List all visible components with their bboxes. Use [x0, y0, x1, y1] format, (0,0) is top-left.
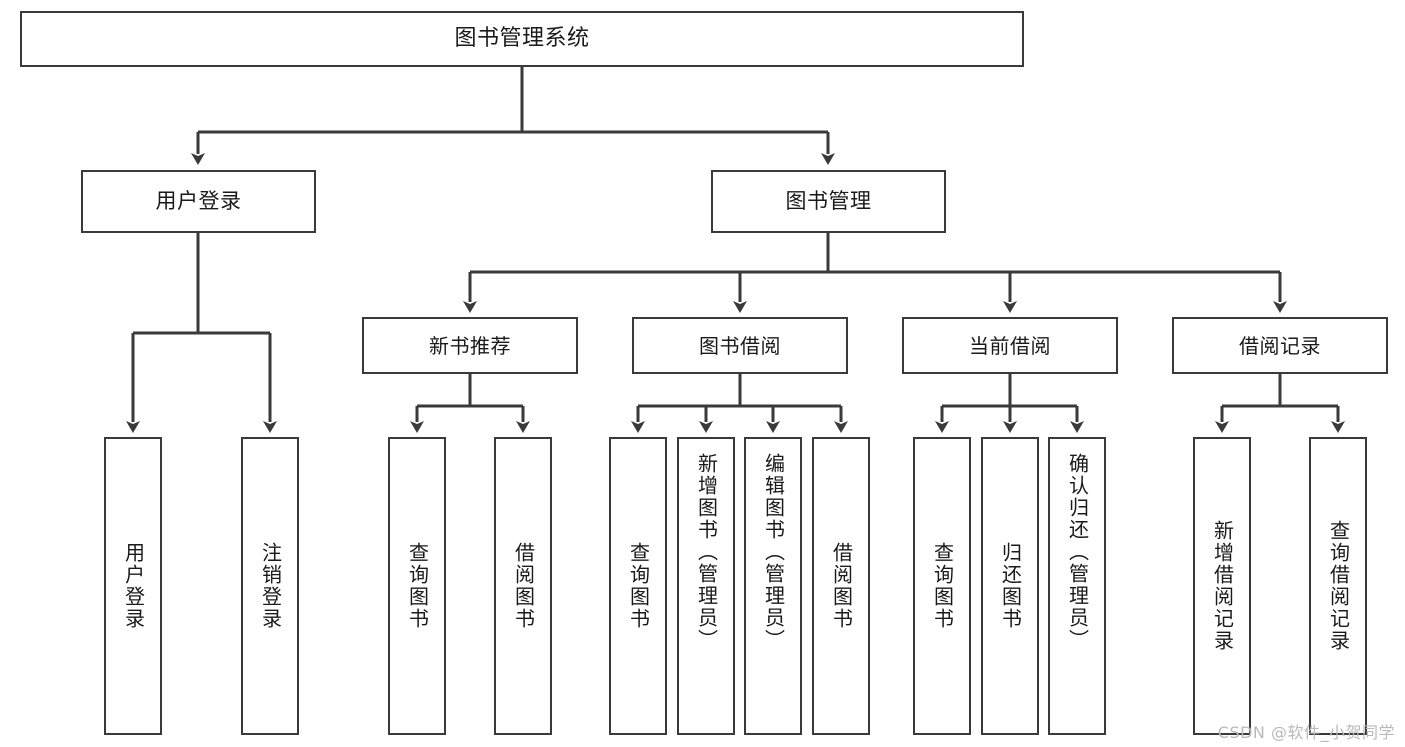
leaf-borrow-edit-book-label: 编辑图书（管理员）: [761, 453, 786, 651]
node-borrow-record[interactable]: 借阅记录: [1172, 317, 1388, 374]
leaf-user-logout[interactable]: 注销登录: [241, 437, 299, 735]
leaf-newbook-query[interactable]: 查询图书: [388, 437, 446, 735]
leaf-borrow-borrow-book[interactable]: 借阅图书: [812, 437, 870, 735]
leaf-record-query-label: 查询借阅记录: [1326, 520, 1351, 652]
leaf-user-login-1-label: 用户登录: [121, 542, 146, 630]
leaf-record-query[interactable]: 查询借阅记录: [1309, 437, 1367, 735]
node-user-login[interactable]: 用户登录: [81, 170, 316, 233]
leaf-record-add[interactable]: 新增借阅记录: [1193, 437, 1251, 735]
leaf-newbook-borrow[interactable]: 借阅图书: [494, 437, 552, 735]
leaf-borrow-add-book[interactable]: 新增图书（管理员）: [677, 437, 735, 735]
watermark: CSDN @软件_小贺同学: [1217, 723, 1395, 742]
leaf-current-return[interactable]: 归还图书: [981, 437, 1039, 735]
node-root[interactable]: 图书管理系统: [20, 11, 1024, 67]
node-book-manage[interactable]: 图书管理: [711, 170, 946, 233]
leaf-current-return-label: 归还图书: [998, 542, 1023, 630]
leaf-newbook-query-label: 查询图书: [405, 542, 430, 630]
leaf-newbook-borrow-label: 借阅图书: [511, 542, 536, 630]
leaf-borrow-query-label: 查询图书: [626, 542, 651, 630]
node-current-borrow[interactable]: 当前借阅: [902, 317, 1118, 374]
node-book-borrow-label: 图书借阅: [699, 333, 781, 358]
node-book-manage-label: 图书管理: [785, 188, 872, 213]
leaf-borrow-query[interactable]: 查询图书: [609, 437, 667, 735]
leaf-user-login-1[interactable]: 用户登录: [104, 437, 162, 735]
leaf-current-query-label: 查询图书: [930, 542, 955, 630]
leaf-borrow-borrow-book-label: 借阅图书: [829, 542, 854, 630]
leaf-record-add-label: 新增借阅记录: [1210, 520, 1235, 652]
node-user-login-label: 用户登录: [155, 188, 242, 213]
leaf-current-query[interactable]: 查询图书: [913, 437, 971, 735]
node-borrow-record-label: 借阅记录: [1239, 333, 1321, 358]
node-root-label: 图书管理系统: [454, 25, 590, 51]
leaf-user-logout-label: 注销登录: [258, 542, 283, 630]
node-current-borrow-label: 当前借阅: [969, 333, 1051, 358]
node-new-book-recommend-label: 新书推荐: [429, 333, 511, 358]
leaf-borrow-edit-book[interactable]: 编辑图书（管理员）: [744, 437, 802, 735]
leaf-current-confirm-return[interactable]: 确认归还（管理员）: [1048, 437, 1106, 735]
leaf-current-confirm-return-label: 确认归还（管理员）: [1065, 453, 1090, 651]
node-book-borrow[interactable]: 图书借阅: [632, 317, 848, 374]
node-new-book-recommend[interactable]: 新书推荐: [362, 317, 578, 374]
leaf-borrow-add-book-label: 新增图书（管理员）: [694, 453, 719, 651]
